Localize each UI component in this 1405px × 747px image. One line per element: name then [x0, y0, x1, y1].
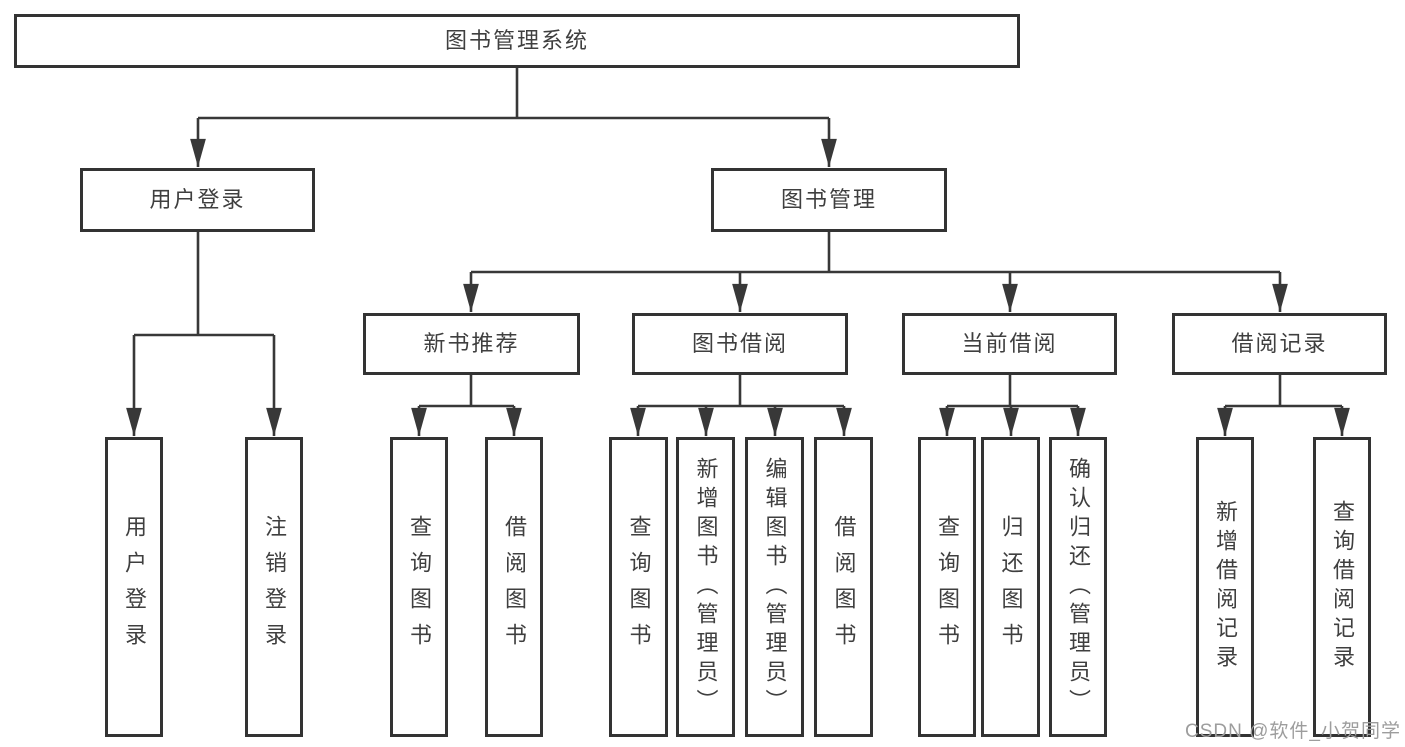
node-label: 归还图书 — [998, 515, 1024, 659]
node-label: 新增借阅记录 — [1213, 500, 1238, 674]
node-label: 注销登录 — [262, 515, 287, 659]
node-label: 用户登录 — [149, 187, 246, 212]
node-label: 当前借阅 — [961, 331, 1058, 356]
node-label: 借阅图书 — [502, 515, 527, 659]
node-book-borrow: 图书借阅 — [632, 313, 848, 375]
leaf-query-borrow-record: 查询借阅记录 — [1313, 437, 1371, 737]
leaf-user-login: 用户登录 — [105, 437, 163, 737]
node-label: 新增图书（管理员） — [693, 456, 719, 718]
node-label: 借阅图书 — [831, 515, 857, 659]
node-label: 图书管理 — [780, 187, 877, 212]
node-borrow-records: 借阅记录 — [1172, 313, 1387, 375]
leaf-confirm-return-admin: 确认归还（管理员） — [1049, 437, 1107, 737]
leaf-logout: 注销登录 — [245, 437, 303, 737]
node-current-borrow: 当前借阅 — [902, 313, 1117, 375]
leaf-query-books-2: 查询图书 — [609, 437, 668, 737]
node-label: 编辑图书（管理员） — [762, 456, 788, 718]
node-label: 用户登录 — [122, 515, 147, 659]
node-label: 查询图书 — [626, 515, 652, 659]
node-new-book-recommend: 新书推荐 — [363, 313, 580, 375]
node-label: 借阅记录 — [1231, 331, 1328, 356]
csdn-watermark: CSDN @软件_小贺同学 — [1185, 721, 1401, 742]
leaf-return-book: 归还图书 — [981, 437, 1040, 737]
leaf-borrow-books-2: 借阅图书 — [814, 437, 873, 737]
leaf-edit-book-admin: 编辑图书（管理员） — [745, 437, 804, 737]
node-root: 图书管理系统 — [14, 14, 1020, 68]
leaf-query-books-3: 查询图书 — [918, 437, 976, 737]
leaf-add-borrow-record: 新增借阅记录 — [1196, 437, 1254, 737]
node-user-login: 用户登录 — [80, 168, 315, 232]
leaf-add-book-admin: 新增图书（管理员） — [676, 437, 735, 737]
node-label: 新书推荐 — [423, 331, 520, 356]
node-label: 确认归还（管理员） — [1066, 456, 1091, 718]
leaf-query-books-1: 查询图书 — [390, 437, 448, 737]
node-label: 图书借阅 — [691, 331, 788, 356]
node-book-management: 图书管理 — [711, 168, 947, 232]
node-label: 查询借阅记录 — [1330, 500, 1355, 674]
node-label: 查询图书 — [407, 515, 432, 659]
node-label: 查询图书 — [935, 515, 960, 659]
node-label: 图书管理系统 — [444, 28, 589, 53]
leaf-borrow-books-1: 借阅图书 — [485, 437, 543, 737]
